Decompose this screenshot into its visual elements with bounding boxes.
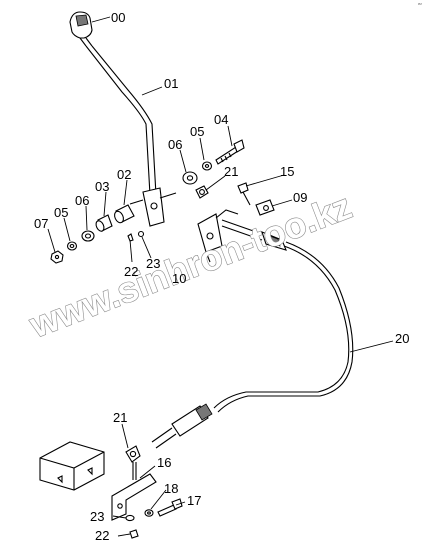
shift-lever-assembly [69, 11, 177, 227]
label-part-23: 23 [146, 256, 160, 271]
label-part-16: 16 [157, 455, 171, 470]
part-labels: 00 01 04 05 06 21 02 03 06 05 07 15 09 2… [34, 10, 409, 543]
label-part-23b: 23 [90, 509, 104, 524]
bracket-16 [111, 473, 157, 521]
cotter-pin-22 [127, 233, 134, 242]
bolt-17 [157, 504, 177, 517]
watermark: www.sinhron-too.kz [23, 185, 357, 346]
label-part-21b: 21 [113, 410, 127, 425]
label-part-22b: 22 [95, 528, 109, 543]
knob-grip [75, 14, 89, 27]
label-part-07: 07 [34, 216, 48, 231]
label-part-04: 04 [214, 112, 228, 127]
transmission-housing [39, 441, 105, 491]
corner-mark: ᴾᴹ [418, 2, 422, 7]
label-part-00: 00 [111, 10, 125, 25]
label-part-15: 15 [280, 164, 294, 179]
bolt-15 [237, 182, 249, 194]
lower-bracket-parts [111, 473, 183, 539]
label-part-22: 22 [124, 264, 138, 279]
lever-rod [85, 45, 151, 196]
label-part-10: 10 [172, 271, 186, 286]
label-part-02: 02 [117, 167, 131, 182]
clip-23 [137, 230, 145, 238]
label-part-06b: 06 [75, 193, 89, 208]
cable-bracket-assembly [197, 182, 287, 263]
clip-23b [125, 514, 135, 522]
label-part-05b: 05 [54, 205, 68, 220]
label-part-21: 21 [224, 164, 238, 179]
label-part-06: 06 [168, 137, 182, 152]
label-part-03: 03 [95, 179, 109, 194]
leader-lines [47, 16, 394, 537]
label-part-01: 01 [164, 76, 178, 91]
label-part-20: 20 [395, 331, 409, 346]
control-cable-20 [213, 245, 350, 409]
lever-shaft-parts [50, 204, 145, 264]
lower-cable-end [125, 403, 213, 480]
cotter-pin-22b [129, 529, 139, 539]
label-part-05: 05 [190, 124, 204, 139]
label-part-09: 09 [293, 190, 307, 205]
bolt-04 [215, 146, 239, 165]
label-part-18: 18 [164, 481, 178, 496]
label-part-17: 17 [187, 493, 201, 508]
pivot-parts [182, 139, 245, 199]
